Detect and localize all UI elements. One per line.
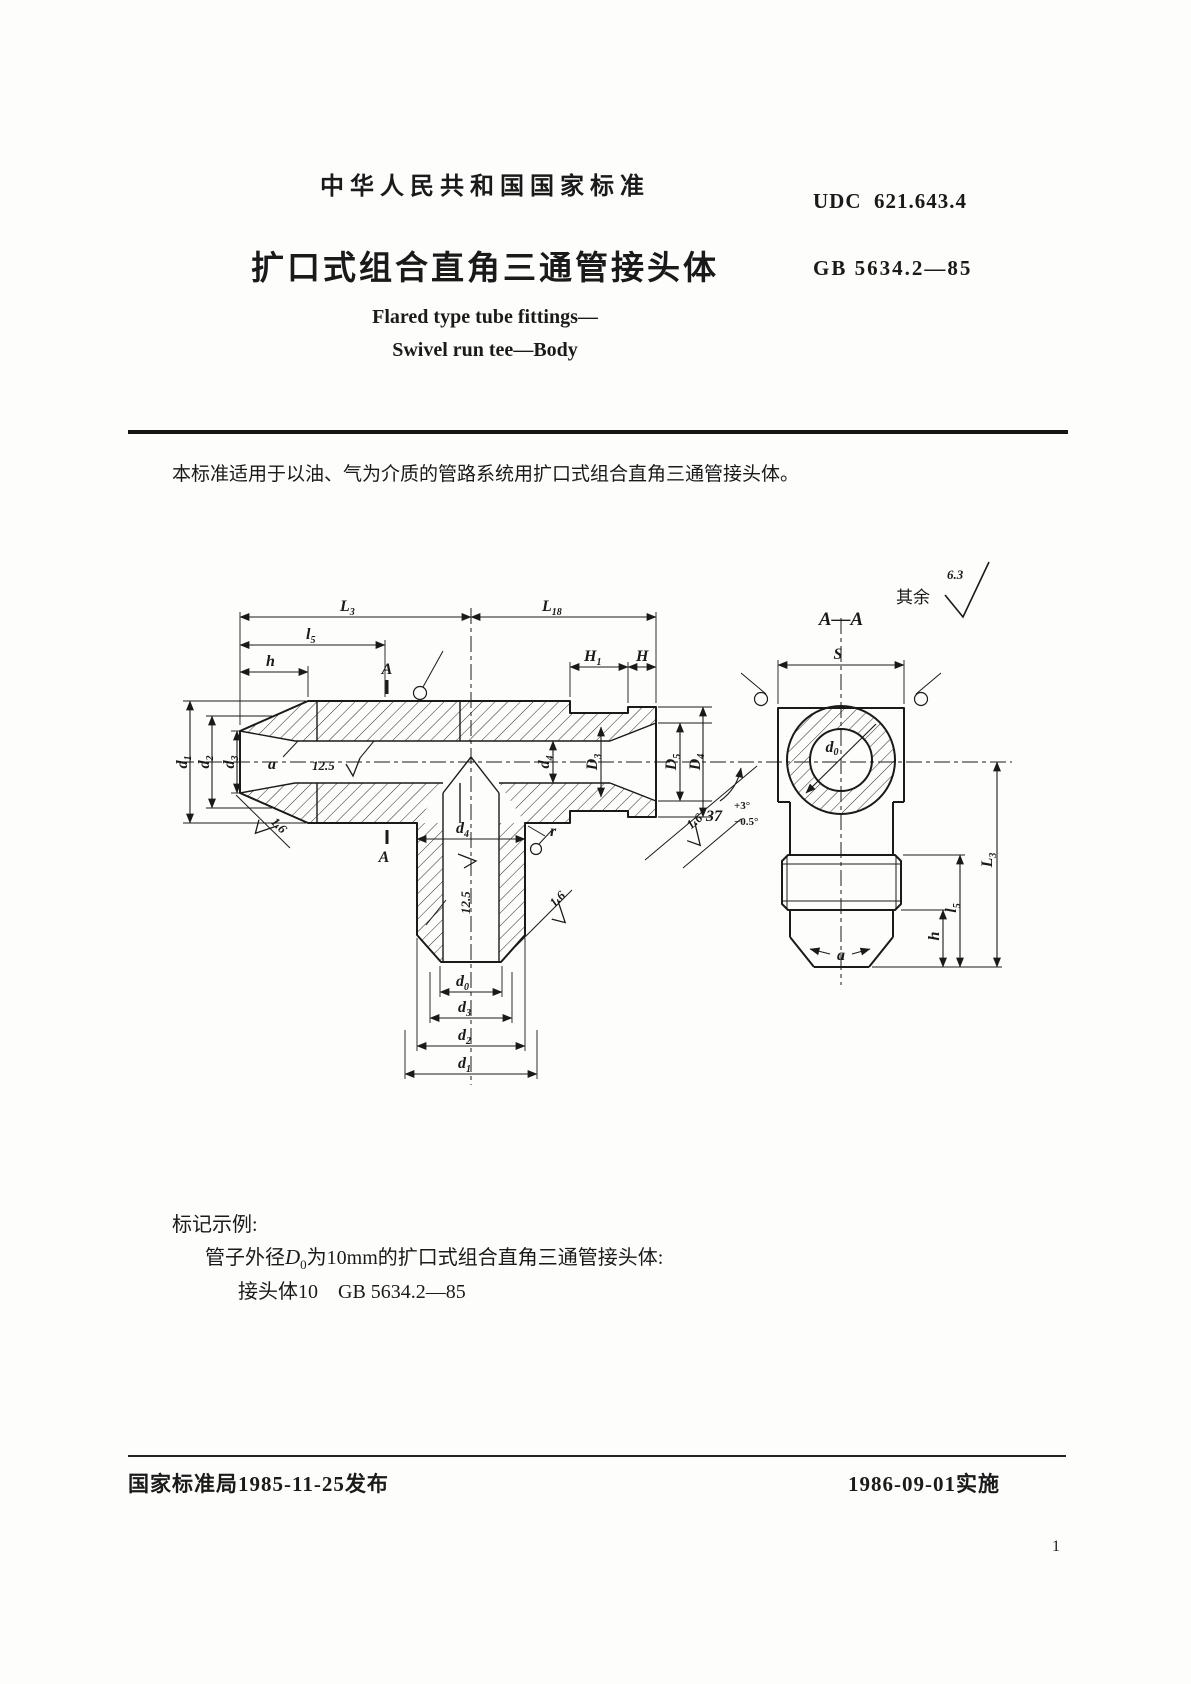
dim-label-d0-leg: d0: [456, 973, 469, 993]
dim-label-d2-nose: d2: [196, 756, 216, 769]
roughness-check-icon: [944, 561, 990, 619]
marking-example-heading: 标记示例:: [172, 1214, 258, 1236]
dim-label-a-section: a: [837, 947, 845, 964]
section-view-thread-lines: [782, 855, 901, 910]
flare-angle-tol-minus: −0.5°: [734, 816, 758, 828]
roughness-1-6-leg: 1.6: [546, 887, 569, 924]
section-view-outline: [777, 705, 905, 968]
roughness-12-5-leg: 12.5: [457, 853, 478, 914]
footer-rule: [128, 1455, 1066, 1457]
page-title: 扩口式组合直角三通管接头体: [251, 251, 719, 287]
dim-label-d3-nose: d3: [221, 756, 241, 769]
roughness-value: 1.6: [268, 814, 290, 836]
dim-label-l5-section: l5: [943, 903, 963, 912]
section-mark-label-top: A: [381, 661, 393, 678]
dim-label-L3: L3: [339, 598, 355, 618]
surface-roughness-value: 6.3: [947, 567, 964, 582]
example-suffix: 为10mm的扩口式组合直角三通管接头体:: [306, 1247, 664, 1269]
dim-label-d3-leg: d3: [458, 999, 471, 1019]
footer-issued-date: 国家标准局1985-11-25发布: [128, 1472, 389, 1496]
example-symbol-sub: 0: [300, 1257, 307, 1272]
header-rule: [128, 430, 1068, 434]
page-number: 1: [1052, 1538, 1060, 1555]
roughness-check-icon: [254, 819, 279, 835]
section-title: A—A: [818, 609, 863, 630]
dim-label-D5: D5: [663, 754, 683, 772]
standard-org-title: 中华人民共和国国家标准: [320, 174, 650, 200]
flare-angle-tol-plus: +3°: [734, 800, 750, 812]
leader-lines: [235, 650, 942, 955]
roughness-check-icon: [345, 757, 361, 778]
surface-note-label: 其余: [896, 588, 930, 607]
dim-label-d1-nose: d1: [174, 756, 194, 769]
dim-label-S: S: [834, 646, 843, 663]
marking-example-line2: 接头体10 GB 5634.2—85: [238, 1281, 466, 1303]
roughness-check-icon: [457, 853, 478, 869]
dim-label-d4-bore: d4: [536, 756, 556, 769]
udc-number: UDC 621.643.4: [813, 189, 967, 213]
roughness-check-icon: [551, 899, 567, 924]
dim-label-r: r: [550, 823, 557, 840]
dim-label-H1: H1: [583, 648, 601, 668]
example-symbol: D: [285, 1245, 301, 1269]
section-mark-label-bottom: A: [378, 849, 390, 866]
roughness-value: 1.6: [546, 887, 568, 909]
standard-number: GB 5634.2—85: [813, 256, 973, 280]
dim-label-d0-section: d0: [826, 739, 839, 758]
english-title-line2: Swivel run tee—Body: [392, 339, 578, 361]
roughness-12-5-body: 12.5: [312, 757, 361, 778]
dim-label-h: h: [266, 653, 275, 670]
dim-label-l5: l5: [306, 626, 315, 646]
machining-symbol-icon: [913, 691, 929, 707]
dim-label-L18: L18: [541, 598, 562, 618]
dim-label-a-nose: a: [268, 756, 276, 773]
example-prefix: 管子外径: [205, 1247, 285, 1269]
machining-symbol-icon: [529, 842, 543, 856]
roughness-value: 12.5: [458, 891, 473, 914]
roughness-check-icon: [686, 821, 702, 847]
extension-lines: [183, 612, 1002, 1079]
roughness-value: 1.6: [683, 810, 705, 832]
roughness-value: 12.5: [312, 758, 335, 773]
dim-label-d2-leg: d2: [458, 1027, 471, 1047]
left-view-interior: [239, 701, 657, 962]
dim-label-d4-leg: d4: [456, 820, 469, 840]
machining-symbols: [412, 685, 929, 856]
footer-implemented-date: 1986-09-01实施: [848, 1472, 1000, 1496]
flare-angle-value: 37: [705, 808, 723, 825]
dim-label-H: H: [635, 648, 649, 665]
dim-label-d1-leg: d1: [458, 1055, 471, 1075]
scope-paragraph: 本标准适用于以油、气为介质的管路系统用扩口式组合直角三通管接头体。: [172, 464, 800, 485]
machining-symbol-icon: [753, 691, 769, 707]
centerlines: [178, 608, 1012, 1085]
dimension-lines: [186, 613, 1001, 1078]
english-title-line1: Flared type tube fittings—: [372, 306, 598, 328]
dim-label-h-section: h: [926, 931, 943, 940]
marking-example-line1: 管子外径D0为10mm的扩口式组合直角三通管接头体:: [205, 1241, 663, 1273]
machining-symbol-icon: [412, 685, 428, 701]
dim-label-L3-section: L3: [979, 853, 999, 869]
dim-label-D4: D4: [687, 754, 707, 772]
left-view-hatching: [240, 701, 656, 962]
dim-label-D3: D3: [584, 754, 604, 772]
